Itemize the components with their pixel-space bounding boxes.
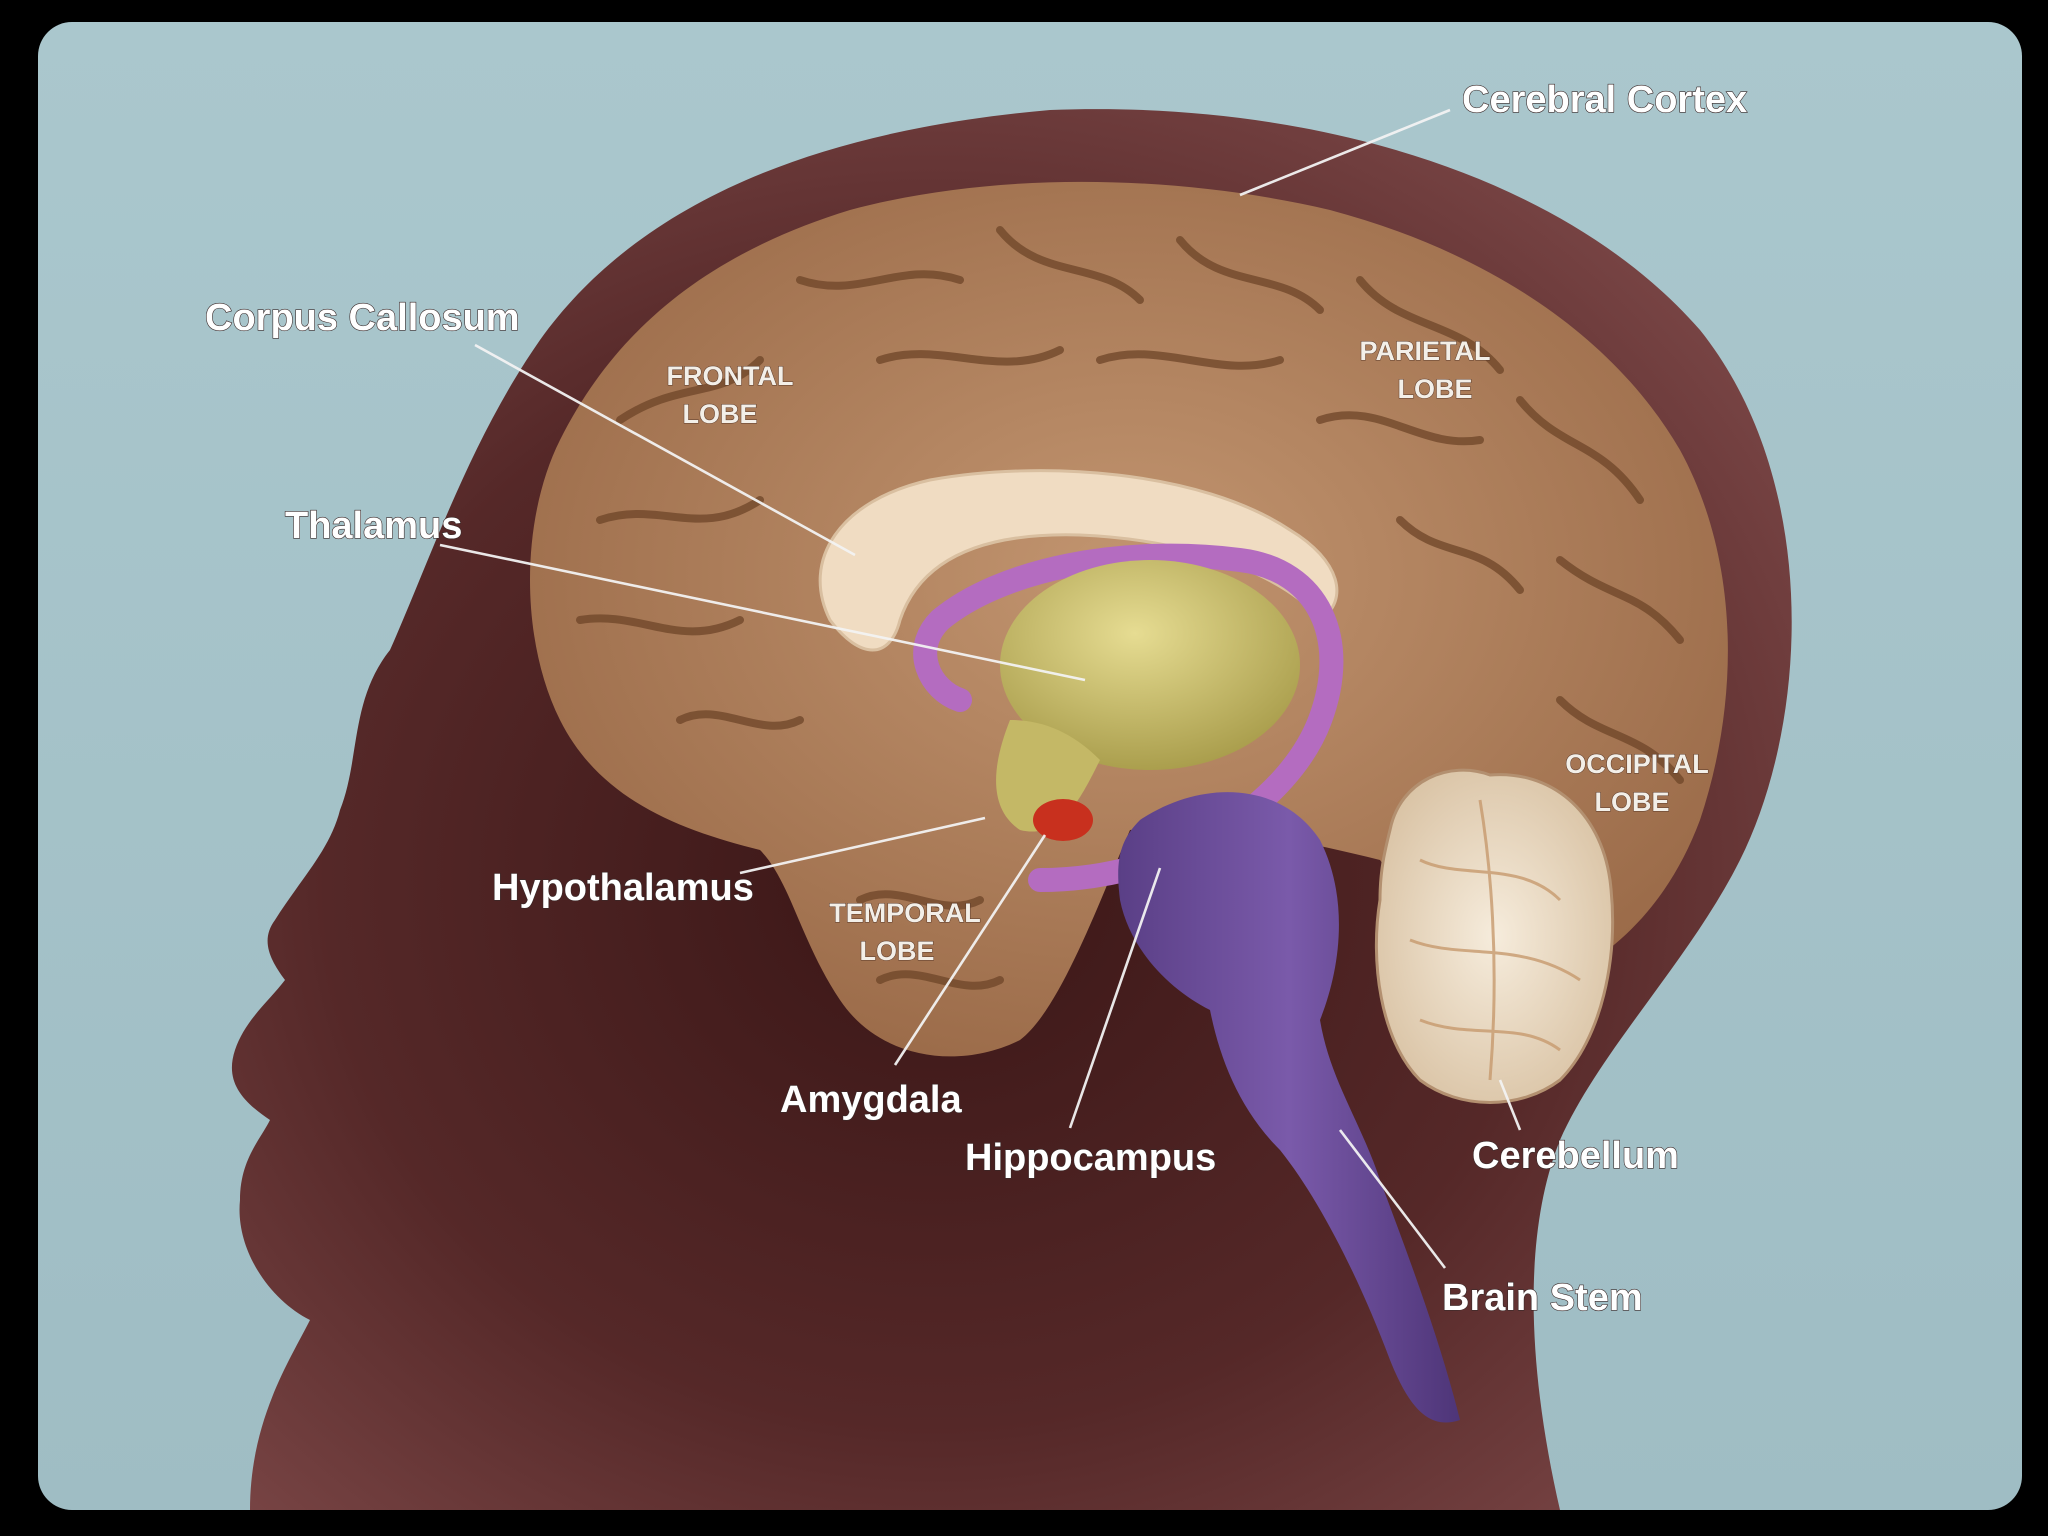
leader-amygdala [893,834,1047,1066]
cortex-folds [576,226,1684,990]
leader-lines [439,108,1522,1269]
label-thalamus: Thalamus [285,505,462,547]
label-hypothalamus: Hypothalamus [492,867,754,909]
cerebellum-folia [1409,799,1581,1081]
leader-brain-stem [1338,1129,1447,1269]
amygdala-shape [1033,799,1093,841]
label-hippocampus: Hippocampus [965,1137,1216,1179]
occipital-lobe-line-1: OCCIPITAL [1565,749,1709,779]
label-parietal-lobe: PARIETAL LOBE [1359,336,1491,405]
leader-cerebral-cortex [1239,108,1451,197]
leader-hippocampus [1068,867,1162,1129]
temporal-lobe-line-1: TEMPORAL [829,898,981,928]
leader-cerebellum [1498,1079,1522,1131]
label-cerebellum: Cerebellum [1472,1135,1679,1177]
leader-hypothalamus [739,816,986,875]
label-frontal-lobe: FRONTAL LOBE [666,361,794,430]
temporal-lobe-line-2: LOBE [859,936,934,966]
frontal-lobe-line-2: LOBE [682,399,757,429]
frontal-lobe-line-1: FRONTAL [667,361,794,391]
occipital-lobe-line-2: LOBE [1594,787,1669,817]
leader-thalamus [439,543,1086,682]
thalamus-shape [1000,560,1300,770]
label-temporal-lobe: TEMPORAL LOBE [829,898,982,967]
label-amygdala: Amygdala [780,1079,962,1121]
parietal-lobe-line-2: LOBE [1397,374,1472,404]
label-brain-stem: Brain Stem [1442,1277,1643,1319]
label-corpus-callosum: Corpus Callosum [205,297,520,339]
parietal-lobe-line-1: PARIETAL [1360,336,1491,366]
brain-stem-shape [1118,792,1460,1423]
label-cerebral-cortex: Cerebral Cortex [1462,79,1747,121]
label-occipital-lobe: OCCIPITAL LOBE [1565,749,1710,818]
leader-corpus-callosum [474,343,856,557]
